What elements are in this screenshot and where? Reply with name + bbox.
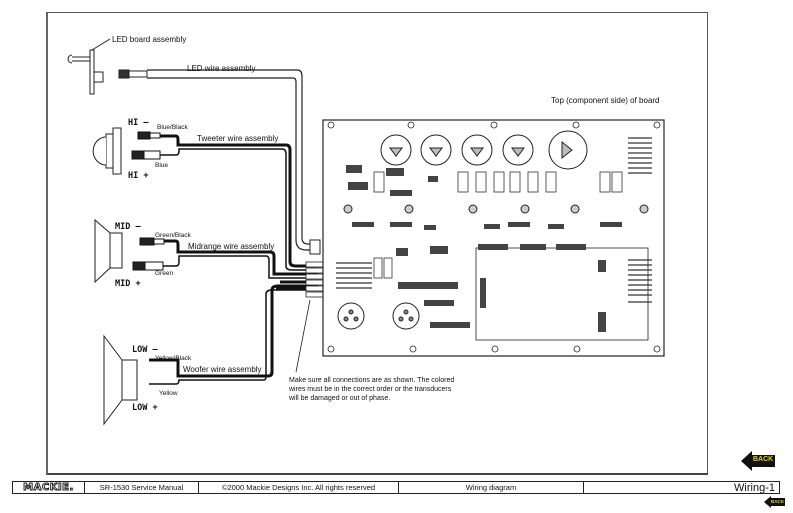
footer-section-title: Wiring diagram xyxy=(399,482,584,493)
tweeter-speaker xyxy=(92,127,122,175)
green-black-label: Green/Black xyxy=(155,232,191,239)
page-frame xyxy=(46,12,708,475)
led-board-label: LED board assembly xyxy=(112,35,187,44)
mid-plus-label: MID + xyxy=(115,279,141,289)
led-wire-assembly xyxy=(118,69,321,255)
hi-plus-label: HI + xyxy=(128,171,149,181)
mackie-logo-text: MACKIE. xyxy=(23,482,74,494)
footer-copyright: ©2000 Mackie Designs Inc. All rights res… xyxy=(199,482,399,493)
woofer-speaker xyxy=(103,334,138,426)
led-wire-label: LED wire assembly xyxy=(187,64,256,73)
yellow-black-label: Yellow/Black xyxy=(155,355,192,362)
midrange-speaker xyxy=(94,218,123,284)
hi-minus-label: HI – xyxy=(128,118,149,128)
tweeter-wire-label: Tweeter wire assembly xyxy=(197,134,279,143)
mackie-logo: MACKIE. xyxy=(13,482,85,494)
yellow-label: Yellow xyxy=(159,390,178,397)
green-label: Green xyxy=(155,270,174,277)
low-plus-label: LOW + xyxy=(132,403,158,413)
wiring-note: Make sure all connections are as shown. … xyxy=(289,377,455,402)
circuit-board xyxy=(322,119,665,357)
low-minus-label: LOW – xyxy=(132,345,158,355)
mid-minus-label: MID – xyxy=(115,222,141,232)
woofer-wire-label: Woofer wire assembly xyxy=(183,365,262,374)
page-footer: MACKIE. SR-1530 Service Manual ©2000 Mac… xyxy=(12,481,780,494)
back-button-label[interactable]: BACK xyxy=(753,456,774,463)
back-button-small-label[interactable]: BACK xyxy=(771,499,784,504)
led-board-assembly xyxy=(67,38,111,95)
midrange-wires xyxy=(132,237,318,279)
midrange-wire-label: Midrange wire assembly xyxy=(188,242,275,251)
blue-label: Blue xyxy=(155,162,169,169)
footer-manual-title: SR-1530 Service Manual xyxy=(85,482,199,493)
back-button-small[interactable] xyxy=(764,496,785,508)
blue-black-label: Blue/Black xyxy=(157,124,188,131)
board-title-label: Top (component side) of board xyxy=(551,96,660,105)
footer-page-number: Wiring-1 xyxy=(734,481,775,494)
back-button[interactable] xyxy=(741,451,775,471)
tweeter-wires xyxy=(131,131,318,271)
